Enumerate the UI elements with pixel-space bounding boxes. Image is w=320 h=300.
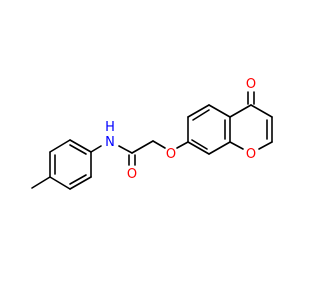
atom-oxygen-amide: O (127, 167, 137, 182)
bond-benzo-inner-3 (191, 139, 208, 150)
bond-tolyl-4 (69, 139, 92, 153)
bond-tolyl-5 (49, 139, 71, 153)
bonds (31, 91, 273, 190)
bond-o-chromone (176, 141, 189, 149)
atom-oxygen-ether: O (166, 147, 176, 162)
atom-labels: O O O O N H (105, 77, 256, 182)
bond-tolyl-inner-3 (69, 144, 87, 155)
atom-oxygen-ketone: O (246, 77, 256, 92)
atom-hydrogen-amide: H (105, 120, 115, 135)
bond-tolyl-2 (69, 176, 92, 190)
bond-carbonyl-ch2 (131, 140, 154, 154)
atom-oxygen-ring: O (246, 147, 256, 162)
bond-tolyl-1 (49, 176, 71, 190)
bond-ring-n (90, 145, 102, 153)
bond-pyranone-4 (258, 141, 273, 150)
bond-benzo-2 (187, 104, 210, 118)
bond-benzo-inner-1 (192, 109, 210, 121)
atom-nitrogen-amide: N (105, 135, 115, 150)
bond-pyranone-2 (250, 104, 273, 118)
background (0, 0, 300, 300)
bond-tolyl-inner-2 (69, 174, 87, 185)
molecule-structure: O O O O N H (0, 0, 300, 300)
bond-ch2-o (152, 140, 166, 149)
bond-n-carbonyl (118, 145, 133, 154)
bond-benzo-6 (187, 141, 210, 155)
bond-benzo-5 (208, 141, 231, 155)
bond-pyranone-1 (229, 104, 252, 118)
bond-pyranone-5 (229, 141, 244, 150)
bond-methyl (31, 176, 51, 189)
bond-benzo-3 (208, 104, 231, 118)
